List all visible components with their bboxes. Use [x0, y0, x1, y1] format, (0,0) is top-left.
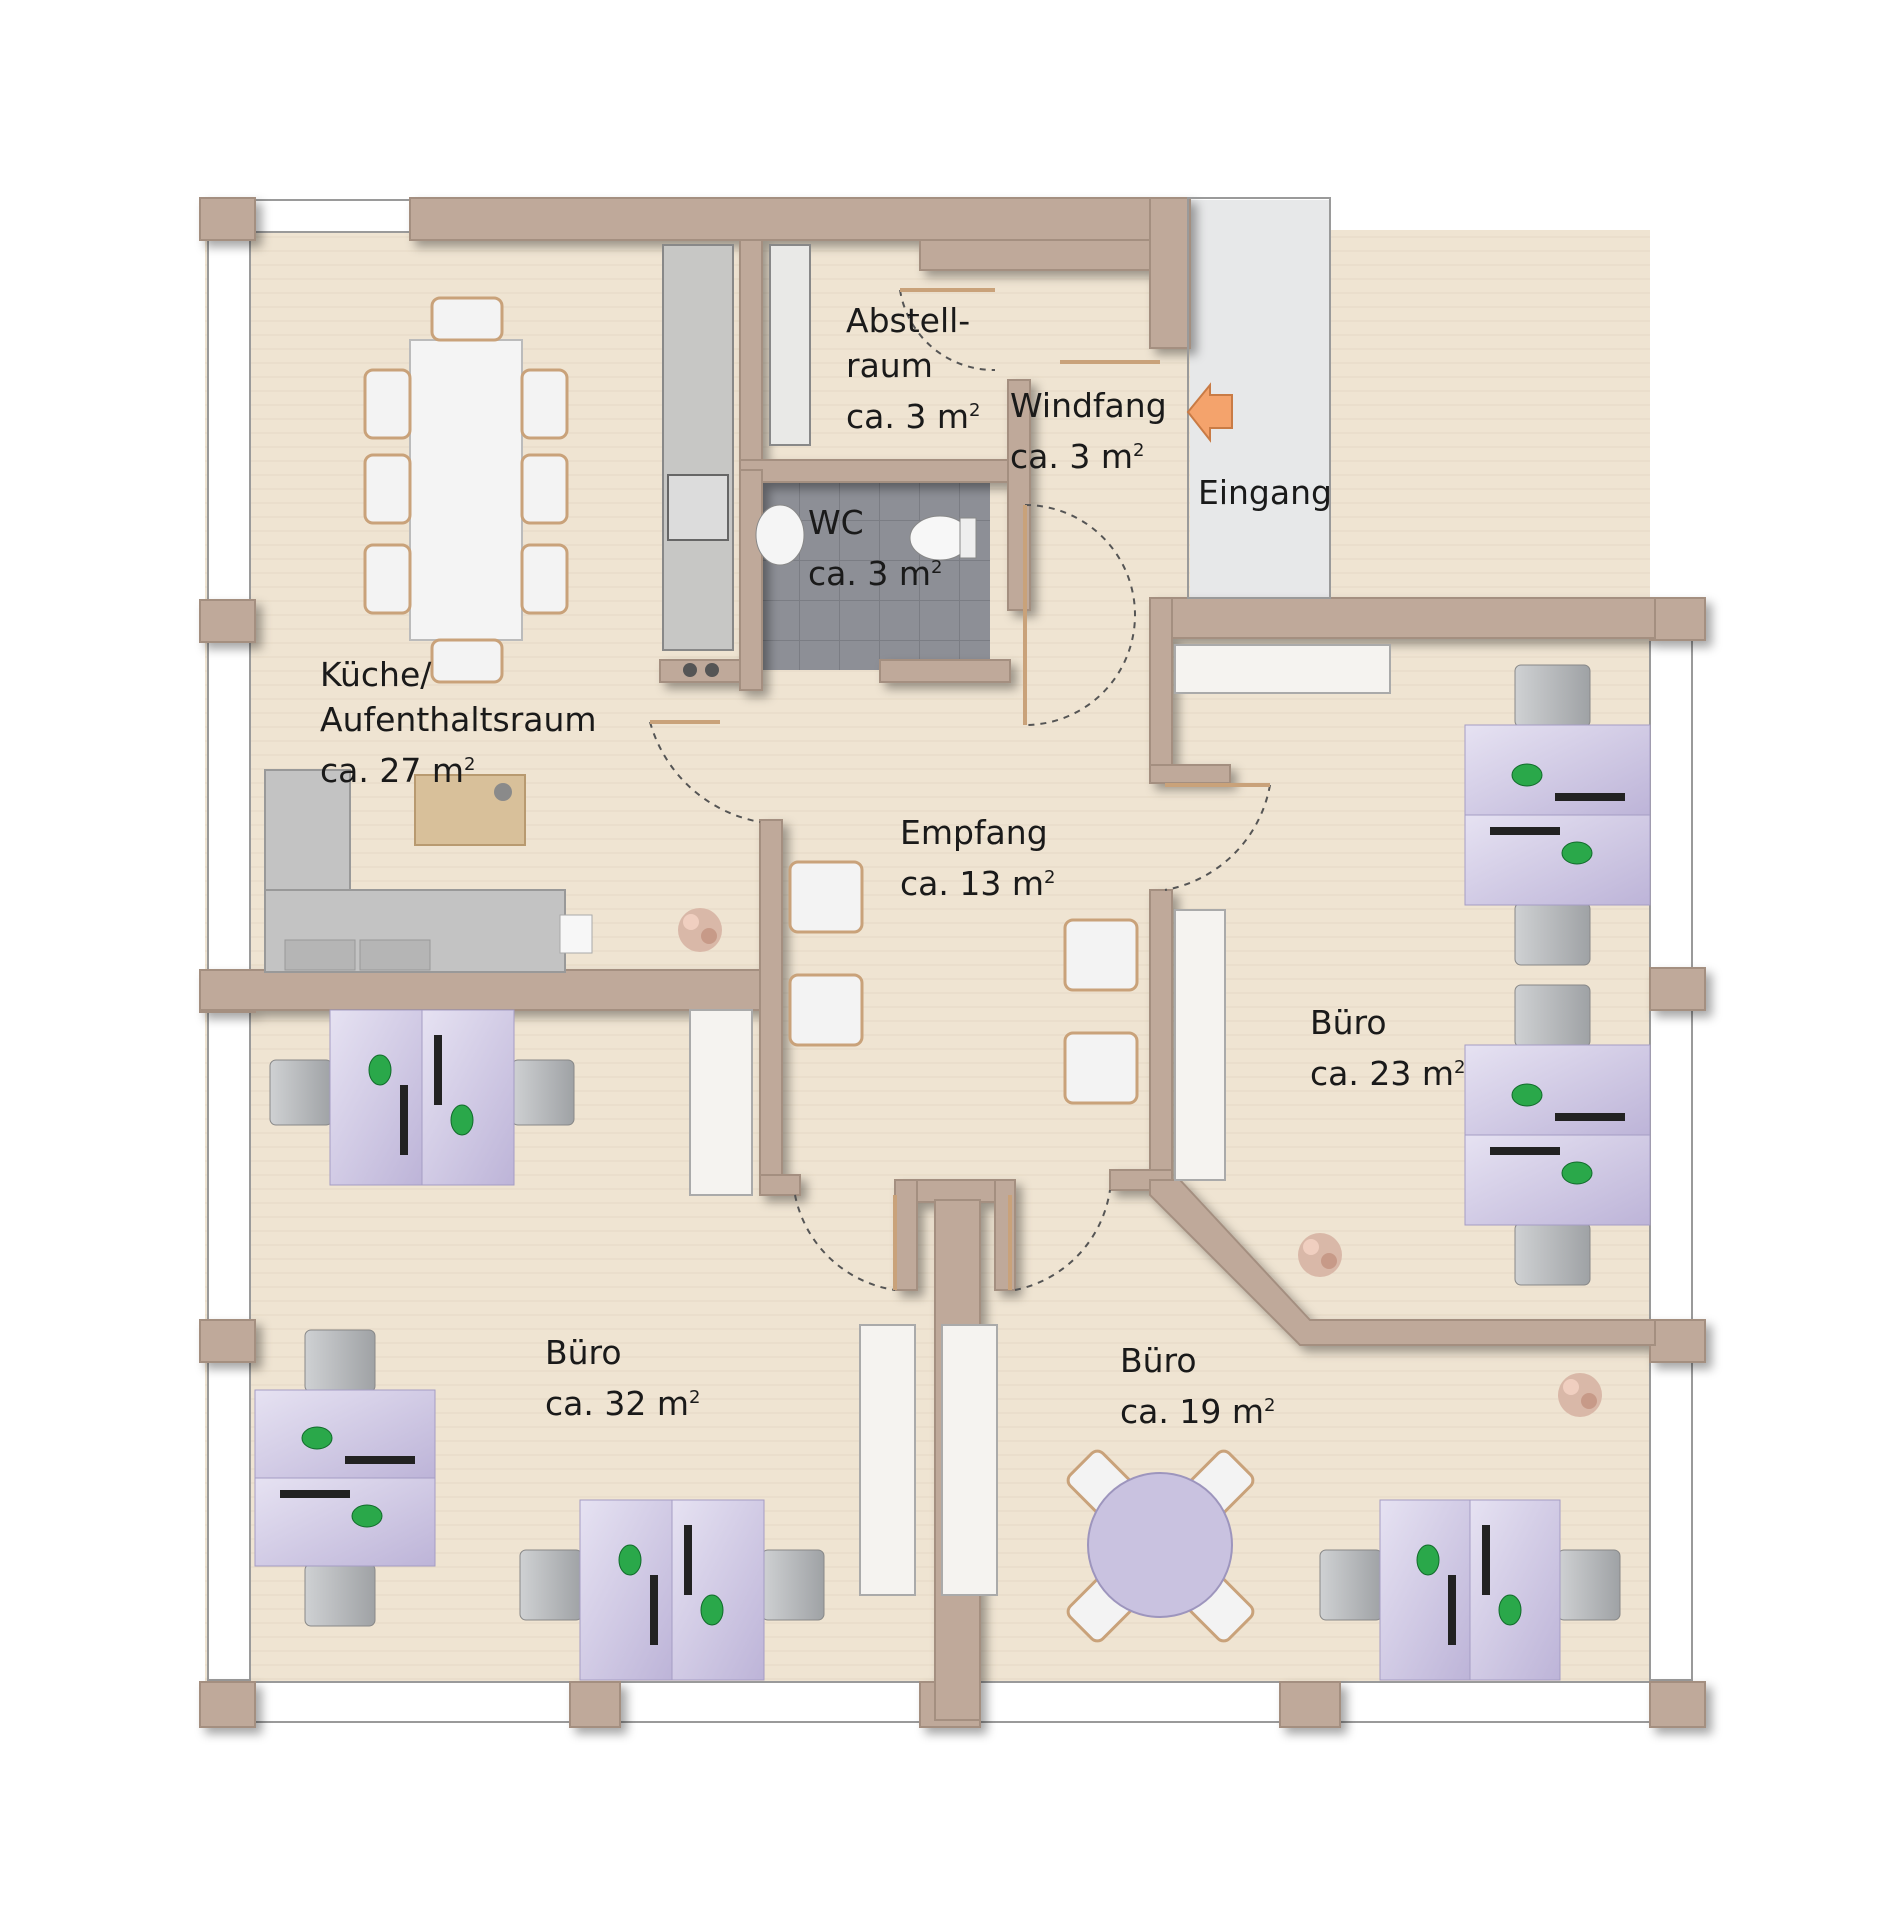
monitor	[1490, 1147, 1560, 1155]
office-chair	[269, 1059, 333, 1126]
wc-fixtures	[755, 504, 977, 566]
desk	[1464, 1044, 1651, 1136]
office-chair	[519, 1549, 583, 1621]
office32-area: ca. 32 m2	[545, 1384, 701, 1423]
storage-area: ca. 3 m2	[846, 397, 981, 436]
label-wc: WC ca. 3 m2	[808, 500, 942, 596]
desk-lamp-icon	[1416, 1544, 1440, 1576]
desk-lamp-icon	[700, 1594, 724, 1626]
windfang-area: ca. 3 m2	[1010, 437, 1145, 476]
wc-area: ca. 3 m2	[808, 554, 943, 593]
office-chair	[511, 1059, 575, 1126]
round-table	[1087, 1472, 1233, 1618]
dining-set	[363, 296, 569, 684]
office-chair	[1557, 1549, 1621, 1621]
plant-icon	[1298, 1233, 1342, 1277]
desk-lamp-icon	[1561, 841, 1593, 865]
walls	[199, 197, 1706, 1728]
monitor	[280, 1490, 350, 1498]
office-chair	[304, 1329, 376, 1393]
desk-lamp-icon	[1561, 1161, 1593, 1185]
sink-icon	[667, 474, 729, 541]
monitor	[1555, 793, 1625, 801]
desk	[1464, 724, 1651, 816]
desk-lamp-icon	[618, 1544, 642, 1576]
label-office-23: Büro ca. 23 m2	[1310, 1000, 1465, 1096]
desk-lamp-icon	[1511, 763, 1543, 787]
round-table-set	[1066, 1449, 1255, 1643]
monitor	[1555, 1113, 1625, 1121]
cabinets	[689, 644, 1391, 1596]
label-storage: Abstell- raum ca. 3 m2	[846, 298, 980, 439]
coffee-table	[414, 774, 526, 846]
desk	[254, 1389, 436, 1479]
toilet-icon	[909, 515, 977, 561]
monitor	[650, 1575, 658, 1645]
desk-lamp-icon	[368, 1054, 392, 1086]
door-leaves	[650, 288, 1270, 1290]
monitor	[1448, 1575, 1456, 1645]
desk-lamp-icon	[1511, 1083, 1543, 1107]
office-chair	[1514, 664, 1591, 728]
desk-lamp-icon	[351, 1504, 383, 1528]
monitor	[684, 1525, 692, 1595]
desk-lamp-icon	[450, 1104, 474, 1136]
kitchen-name-1: Küche/	[320, 655, 432, 694]
label-reception: Empfang ca. 13 m2	[900, 810, 1055, 906]
reception-name: Empfang	[900, 813, 1048, 852]
office-chair	[761, 1549, 825, 1621]
desk	[579, 1499, 673, 1681]
doors	[649, 289, 1271, 1291]
monitor	[1490, 827, 1560, 835]
entrance-arrow-icon	[1186, 382, 1233, 443]
label-office-19: Büro ca. 19 m2	[1120, 1338, 1275, 1434]
entrance-frame	[1187, 197, 1331, 599]
wc-name: WC	[808, 503, 864, 542]
office-chair	[1514, 984, 1591, 1048]
wc-floor	[750, 470, 990, 670]
kitchen-counter	[662, 244, 811, 677]
plant-icon	[1558, 1373, 1602, 1417]
entrance-name: Eingang	[1198, 473, 1332, 512]
sofa	[264, 769, 593, 973]
office-chair	[1514, 902, 1591, 966]
label-office-32: Büro ca. 32 m2	[545, 1330, 700, 1426]
office-chair	[304, 1563, 376, 1627]
monitor	[1482, 1525, 1490, 1595]
desk	[1379, 1499, 1471, 1681]
label-entrance: Eingang	[1198, 470, 1332, 515]
plant-icon	[678, 908, 722, 952]
office23-name: Büro	[1310, 1003, 1387, 1042]
office32-name: Büro	[545, 1333, 622, 1372]
reception-area: ca. 13 m2	[900, 864, 1056, 903]
windfang-name: Windfang	[1010, 386, 1167, 425]
storage-name-1: Abstell-	[846, 301, 971, 340]
monitor	[434, 1035, 442, 1105]
dining-table	[409, 339, 523, 641]
monitor	[345, 1456, 415, 1464]
label-windfang: Windfang ca. 3 m2	[1010, 383, 1167, 479]
office-chair	[1514, 1222, 1591, 1286]
office23-area: ca. 23 m2	[1310, 1054, 1466, 1093]
kitchen-area: ca. 27 m2	[320, 751, 476, 790]
office-chair	[1319, 1549, 1383, 1621]
reception-chairs	[788, 860, 1139, 1105]
desk-lamp-icon	[1498, 1594, 1522, 1626]
office19-name: Büro	[1120, 1341, 1197, 1380]
wc-basin-icon	[755, 504, 805, 566]
office19-area: ca. 19 m2	[1120, 1392, 1276, 1431]
desk	[329, 1009, 423, 1186]
label-kitchen: Küche/ Aufenthaltsraum ca. 27 m2	[320, 652, 597, 793]
office-desks	[254, 664, 1651, 1681]
kitchen-name-2: Aufenthaltsraum	[320, 700, 597, 739]
windows	[207, 199, 1693, 1723]
desk-lamp-icon	[301, 1426, 333, 1450]
storage-name-2: raum	[846, 346, 933, 385]
plants	[678, 908, 1602, 1417]
monitor	[400, 1085, 408, 1155]
